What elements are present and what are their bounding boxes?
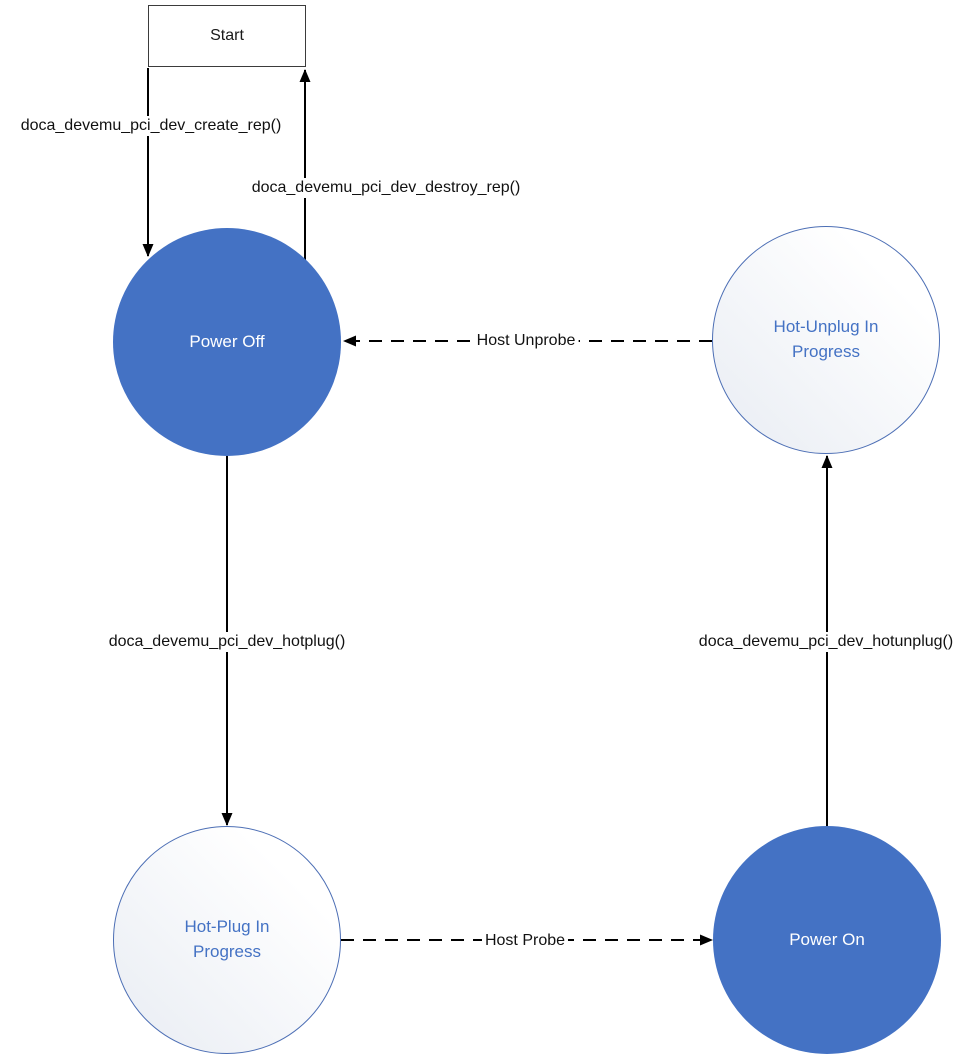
state-hot-plug-label-line2: Progress — [192, 942, 262, 961]
state-power-off: Power Off — [113, 228, 341, 456]
state-power-on-label: Power On — [789, 929, 865, 949]
start-node: Start — [148, 5, 306, 67]
state-power-on: Power On — [713, 826, 941, 1054]
edge-label-hotplug: doca_devemu_pci_dev_hotplug() — [105, 632, 349, 652]
start-node-label: Start — [210, 27, 244, 44]
edge-label-host-unprobe: Host Unprobe — [473, 331, 579, 351]
state-hot-unplug-label-line1: Hot-Unplug In — [773, 317, 879, 337]
state-power-off-label: Power Off — [189, 331, 265, 351]
edge-label-hotunplug: doca_devemu_pci_dev_hotunplug() — [695, 632, 957, 652]
state-hot-plug-in-progress: Hot-Plug In Progress — [113, 826, 341, 1054]
state-hot-plug-label-line1: Hot-Plug In — [184, 917, 270, 937]
state-hot-unplug-label-line2: Progress — [791, 342, 861, 361]
edge-label-destroy-rep: doca_devemu_pci_dev_destroy_rep() — [248, 178, 524, 198]
edge-label-create-rep: doca_devemu_pci_dev_create_rep() — [17, 116, 285, 136]
edge-label-host-probe: Host Probe — [481, 931, 569, 951]
state-hot-unplug-in-progress: Hot-Unplug In Progress — [712, 226, 940, 454]
